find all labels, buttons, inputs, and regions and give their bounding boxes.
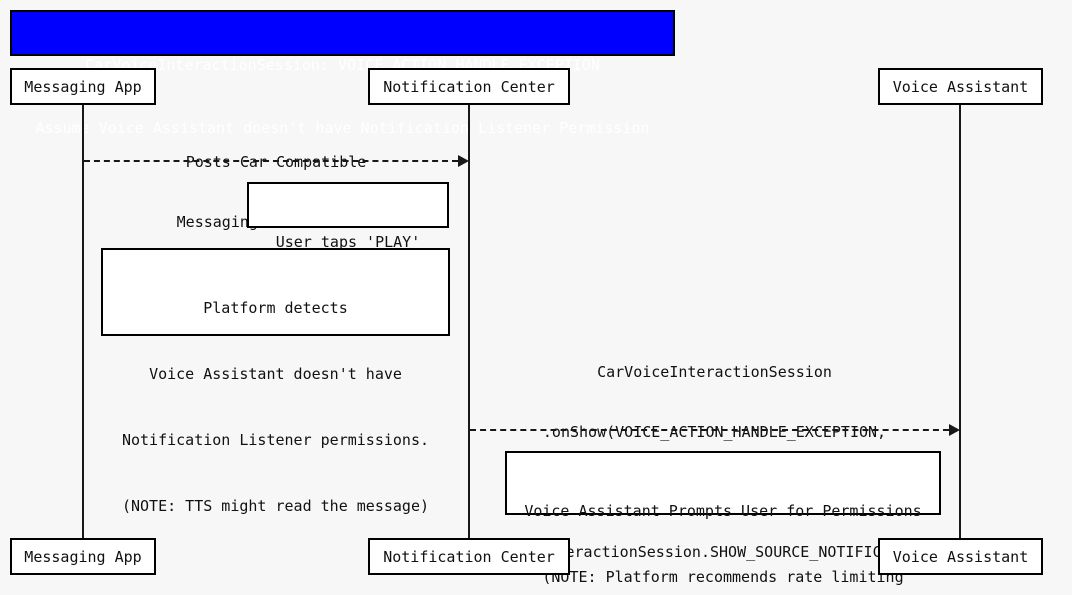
message-line-2: .onShow(VOICE_ACTION_HANDLE_EXCEPTION, [542,423,887,441]
participant-messaging-app-top[interactable]: Messaging App [10,68,156,105]
note-prompts-user: Voice Assistant Prompts User for Permiss… [505,451,941,586]
participant-label: Messaging App [24,547,142,566]
participant-voice-assistant-top[interactable]: Voice Assistant [878,68,1043,105]
participant-notification-center-bottom[interactable]: Notification Center [368,538,570,575]
message-line-1: CarVoiceInteractionSession [597,363,832,381]
note-platform-detects: Platform detects Voice Assistant doesn't… [101,248,450,515]
participant-label: Messaging App [24,77,142,96]
note-line-1: Voice Assistant Prompts User for Permiss… [524,502,922,520]
participant-label: Voice Assistant [892,547,1029,566]
message-line-4: VoiceInteractionSession.SHOW_SOURCE_NOTI… [493,543,936,561]
note-line-2: (NOTE: Platform recommends rate limiting [542,568,904,586]
participant-label: Notification Center [383,77,555,96]
arrow-head-post-notification [458,155,469,167]
note-line-2: Voice Assistant doesn't have [149,365,402,383]
arrow-line-on-show [470,429,949,431]
arrow-line-post-notification [84,160,458,162]
participant-messaging-app-bottom[interactable]: Messaging App [10,538,156,575]
arrow-head-on-show [949,424,960,436]
lifeline-messaging-app [82,104,84,538]
note-line-1: Platform detects [203,299,348,317]
diagram-title-line-2: Assume Voice Assistant doesn't have Noti… [35,119,650,137]
diagram-title: CarVoiceInteractionSession: VOICE_ACTION… [10,10,675,137]
lifeline-voice-assistant [959,104,961,538]
note-line-1: User taps 'PLAY' [275,233,421,251]
note-line-4: (NOTE: TTS might read the message) [121,497,430,515]
note-line-3: Notification Listener permissions. [121,431,430,449]
note-user-taps-play: User taps 'PLAY' on Msg Notification [247,182,449,317]
participant-notification-center-top[interactable]: Notification Center [368,68,570,105]
participant-label: Voice Assistant [892,77,1029,96]
participant-label: Notification Center [383,547,555,566]
lifeline-notification-center [468,104,470,538]
message-line-1: Posts Car Compatible [185,153,367,171]
participant-voice-assistant-bottom[interactable]: Voice Assistant [878,538,1043,575]
